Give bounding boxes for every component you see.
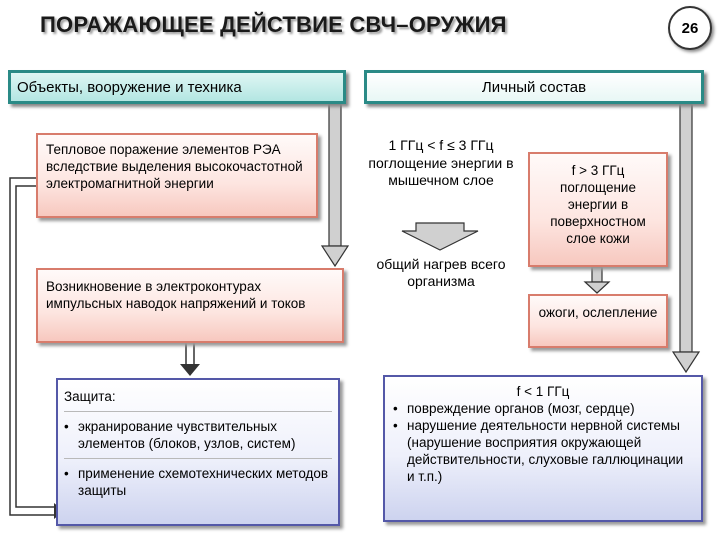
- protection-box: Защита: • экранирование чувствительных э…: [56, 378, 340, 526]
- mid-freq-fat-arrow: [401, 222, 479, 251]
- divider: [64, 458, 332, 459]
- protection-item: • применение схемотехнических методов за…: [64, 465, 332, 499]
- high-freq-result-box: ожоги, ослепление: [528, 294, 668, 348]
- divider: [64, 411, 332, 412]
- right-header-down-arrow: [671, 103, 701, 374]
- low-freq-item: • нарушение деятельности нервной системы…: [393, 417, 693, 485]
- low-freq-item-text: нарушение деятельности нервной системы (…: [407, 418, 684, 484]
- protection-item: • экранирование чувствительных элементов…: [64, 418, 332, 452]
- left-bracket-connector: [9, 177, 54, 516]
- low-freq-box: f < 1 ГГц • повреждение органов (мозг, с…: [383, 375, 703, 522]
- page-number-badge: 26: [668, 6, 712, 50]
- mid-freq-range: 1 ГГц < f ≤ 3 ГГц: [388, 137, 494, 153]
- protection-title: Защита:: [64, 389, 116, 404]
- header-equipment: Объекты, вооружение и техника: [8, 70, 346, 104]
- left-header-down-arrow: [320, 103, 350, 268]
- pulse-induction-box: Возникновение в электроконтурах импульсн…: [36, 268, 344, 343]
- page-title: ПОРАЖАЮЩЕЕ ДЕЙСТВИЕ СВЧ–ОРУЖИЯ: [40, 12, 507, 37]
- high-freq-down-arrow: [583, 266, 611, 294]
- bullet-icon: •: [64, 419, 69, 434]
- low-freq-item-text: повреждение органов (мозг, сердце): [407, 401, 635, 416]
- pulse-to-protection-arrow: [185, 343, 195, 364]
- high-freq-range: f > 3 ГГц: [571, 163, 625, 178]
- low-freq-item: • повреждение органов (мозг, сердце): [393, 400, 693, 417]
- bullet-icon: •: [64, 466, 69, 481]
- high-freq-box: f > 3 ГГц поглощение энергии в поверхнос…: [528, 152, 668, 267]
- mid-freq-desc: поглощение энергии в мышечном слое: [368, 155, 514, 188]
- mid-freq-result: общий нагрев всего организма: [376, 256, 506, 289]
- low-freq-range: f < 1 ГГц: [516, 384, 570, 399]
- bullet-icon: •: [393, 401, 398, 416]
- bullet-icon: •: [393, 418, 398, 433]
- protection-item-text: применение схемотехнических методов защи…: [78, 466, 329, 498]
- header-personnel: Личный состав: [364, 70, 704, 104]
- thermal-damage-box: Тепловое поражение элементов РЭА вследст…: [36, 133, 318, 218]
- protection-item-text: экранирование чувствительных элементов (…: [78, 419, 296, 451]
- pulse-arrowhead: [180, 364, 200, 376]
- high-freq-desc: поглощение энергии в поверхностном слое …: [550, 180, 646, 246]
